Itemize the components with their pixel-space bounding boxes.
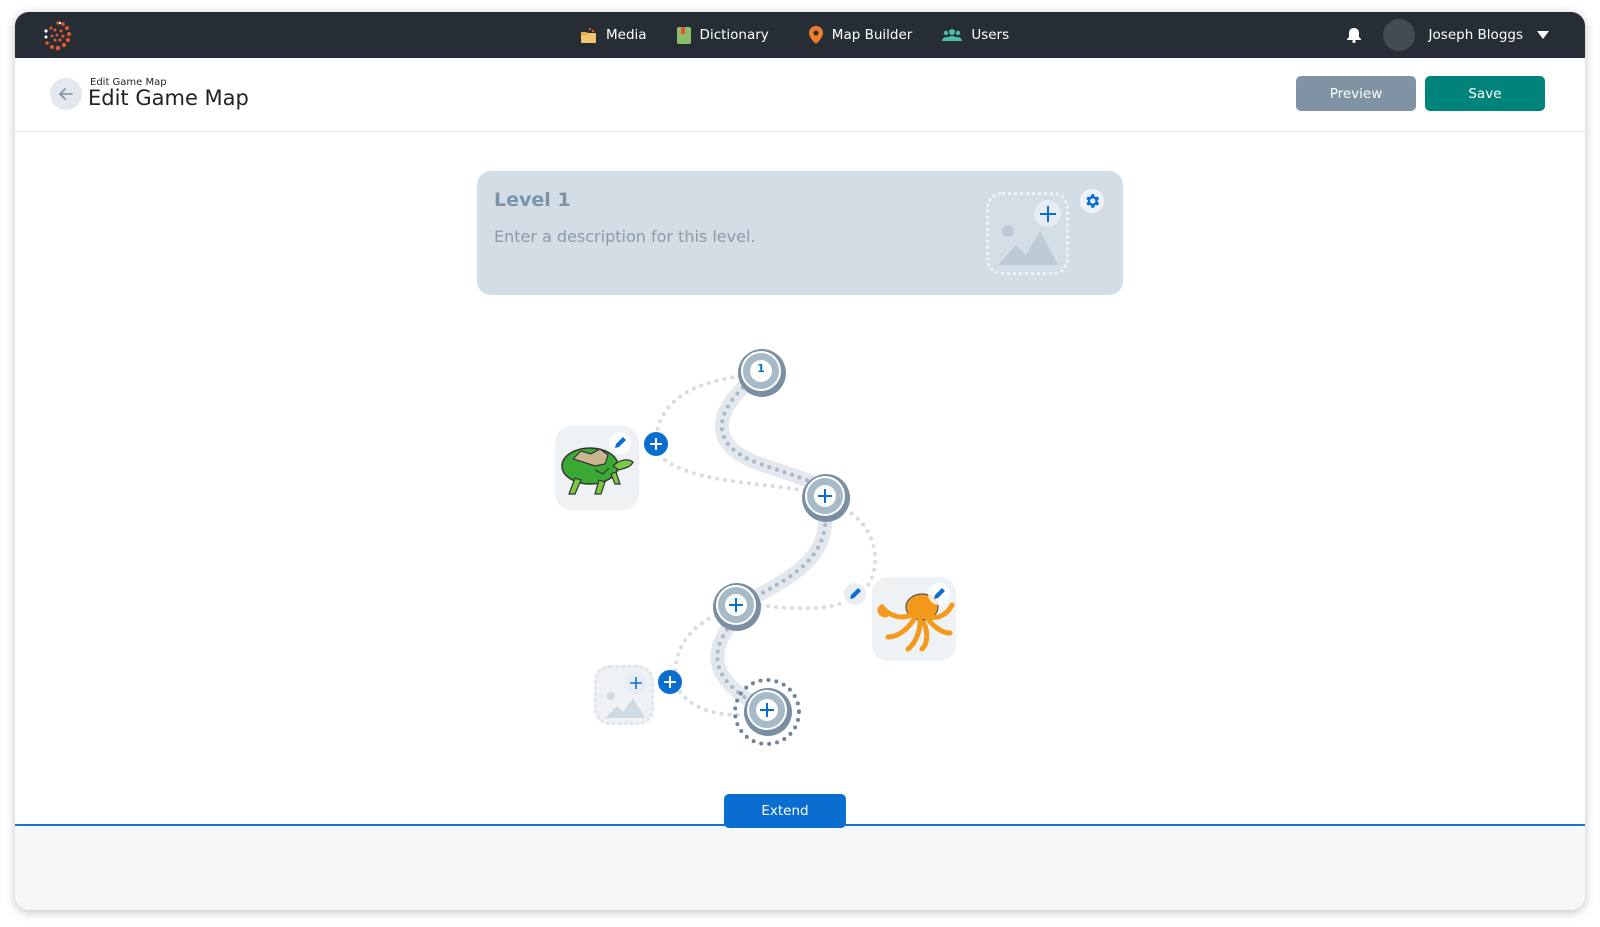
back-button[interactable] [50,78,82,110]
octopus-illustration-icon [877,593,955,652]
map-node-2[interactable] [801,473,851,527]
level-image-slot[interactable] [986,192,1069,275]
app-window: Media Dictionary Map Builder Users Josep… [15,12,1585,910]
image-placeholder-icon [605,692,645,718]
level-card: Level 1 Enter a description for this lev… [477,171,1123,295]
nav-users[interactable]: Users [942,27,1009,43]
arrow-left-icon [59,88,73,100]
edit-octopus-link-button[interactable] [844,583,866,605]
book-icon [676,26,691,44]
users-icon [942,29,963,41]
main-nav: Media Dictionary Map Builder Users [580,12,1009,58]
octopus-image-card[interactable] [872,577,956,661]
pencil-icon [615,437,626,448]
edit-turtle-button[interactable] [609,432,631,454]
add-image-link-button[interactable] [658,670,682,694]
extend-button[interactable]: Extend [724,794,846,828]
gear-icon [1086,194,1100,208]
pencil-icon [934,588,945,599]
bell-icon[interactable] [1346,27,1361,43]
map-pin-icon [808,26,823,44]
turtle-illustration-icon [561,447,634,495]
pencil-icon [850,588,861,599]
nav-dictionary-label: Dictionary [699,27,769,43]
map-node-3[interactable] [712,582,762,636]
chevron-down-icon[interactable] [1537,31,1549,39]
nav-map-builder[interactable]: Map Builder [808,26,913,44]
plus-icon [1039,205,1056,222]
nav-media[interactable]: Media [580,27,647,44]
level-description-input[interactable]: Enter a description for this level. [494,227,756,246]
map-node-1-label: 1 [757,362,765,375]
preview-button[interactable]: Preview [1296,76,1416,111]
turtle-image-card[interactable] [555,426,639,510]
image-placeholder-icon [998,225,1058,265]
plus-icon [630,677,642,689]
plus-icon [664,676,676,688]
level-title[interactable]: Level 1 [494,189,571,211]
breadcrumb: Edit Game Map [90,77,167,88]
map-node-4[interactable] [743,687,793,741]
map-node-1[interactable]: 1 [737,348,787,402]
page-header: Edit Game Map Edit Game Map Preview Save [15,58,1585,132]
save-button[interactable]: Save [1425,76,1545,111]
avatar[interactable] [1382,19,1415,51]
nav-dictionary[interactable]: Dictionary [676,26,769,44]
edit-octopus-button[interactable] [928,583,950,605]
logo-icon[interactable] [41,19,75,53]
nav-map-builder-label: Map Builder [831,27,913,43]
user-name[interactable]: Joseph Bloggs [1428,27,1523,43]
add-image-button[interactable] [625,672,647,694]
folder-icon [581,27,596,43]
plus-icon [650,438,662,450]
user-area: Joseph Bloggs [1346,12,1549,58]
nav-users-label: Users [971,27,1010,43]
page-title: Edit Game Map [88,86,249,110]
empty-image-slot[interactable] [594,665,654,725]
level-settings-button[interactable] [1080,189,1104,213]
plus-icon [760,703,774,717]
top-nav-bar: Media Dictionary Map Builder Users Josep… [15,12,1585,58]
map-path-canvas [653,365,878,746]
add-image-button[interactable] [1034,200,1061,227]
add-turtle-link-button[interactable] [644,432,668,456]
plus-icon [729,598,743,612]
nav-media-label: Media [606,27,647,43]
plus-icon [818,489,832,503]
footer-area [15,826,1585,910]
